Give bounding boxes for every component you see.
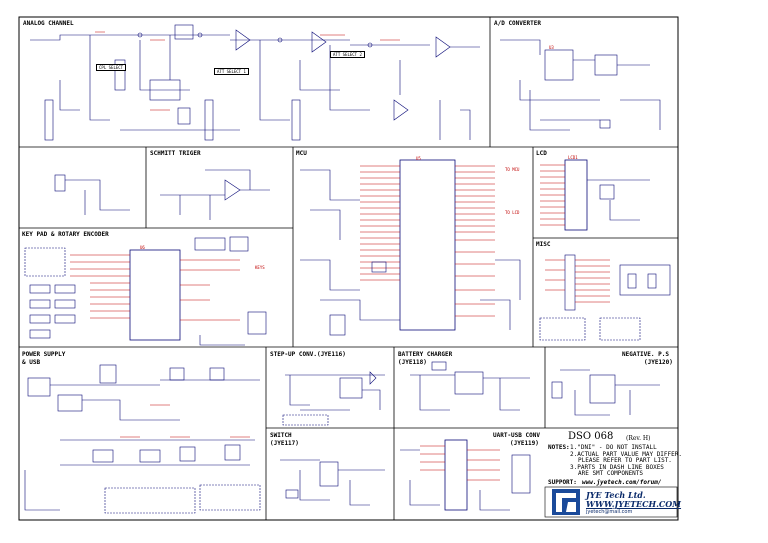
tag-to-lcd: TO LCD bbox=[505, 210, 520, 215]
lcd-circuit bbox=[540, 159, 650, 231]
stepup-circuit bbox=[282, 371, 385, 426]
sheet-title: DSO 068 bbox=[568, 431, 614, 442]
company-name: JYE Tech Ltd. bbox=[586, 490, 646, 500]
section-title-negative-ps-part: (JYE120) bbox=[644, 359, 673, 366]
sheet-border bbox=[18, 16, 679, 521]
note-2: 2.ACTUAL PART VALUE MAY DIFFER. bbox=[570, 451, 682, 458]
section-title-negative-ps: NEGATIVE. P.S bbox=[622, 351, 669, 358]
mcu-circuit bbox=[300, 159, 521, 336]
company-website[interactable]: WWW.JYETECH.COM bbox=[586, 499, 682, 509]
keypad-circuit bbox=[24, 236, 267, 346]
tag-cpl-select: CPL SELECT bbox=[96, 64, 127, 71]
section-title-uart: UART-USB CONV bbox=[493, 432, 540, 439]
power-rail-labels bbox=[120, 404, 250, 438]
section-title-stepup: STEP-UP CONV.(JYE116) bbox=[270, 351, 346, 358]
section-title-schmitt-trigger: SCHMITT TRIGER bbox=[150, 150, 201, 157]
section-title-keypad: KEY PAD & ROTARY ENCODER bbox=[22, 231, 109, 238]
support-label: SUPPORT: bbox=[548, 479, 577, 486]
section-title-misc: MISC bbox=[536, 241, 551, 248]
switch-circuit bbox=[280, 459, 385, 506]
company-email[interactable]: jyetech@mail.com bbox=[586, 509, 633, 515]
analog-channel-circuit bbox=[30, 24, 480, 141]
section-title-battery-part: (JYE118) bbox=[398, 359, 427, 366]
tag-att-select-1: ATT SELECT 1 bbox=[214, 68, 249, 75]
section-title-power-supply: POWER SUPPLY bbox=[22, 351, 66, 358]
section-title-uart-part: (JYE119) bbox=[510, 440, 539, 447]
chip-lcd-ref: LCD1 bbox=[568, 155, 578, 160]
note-3: 3.PARTS IN DASH LINE BOXES bbox=[570, 464, 664, 471]
analog-signal-labels bbox=[95, 31, 400, 111]
support-url[interactable]: www.jyetech.com/forum/ bbox=[582, 479, 662, 486]
section-title-switch: SWITCH bbox=[270, 432, 292, 439]
notes-heading: NOTES: bbox=[548, 444, 570, 451]
chip-mcu-ref: U5 bbox=[416, 156, 421, 161]
tag-to-mcu: TO MCU bbox=[505, 167, 520, 172]
battery-circuit bbox=[410, 361, 530, 411]
chip-adc-ref: U3 bbox=[549, 45, 554, 50]
sheet-revision: (Rev. H) bbox=[626, 435, 651, 442]
section-title-analog-channel: ANALOG CHANNEL bbox=[23, 20, 74, 27]
power-supply-circuit bbox=[24, 364, 261, 514]
uart-circuit bbox=[400, 439, 531, 511]
tag-keys: KEYS bbox=[255, 265, 265, 270]
section-title-lcd: LCD bbox=[536, 150, 547, 157]
note-1: 1."DNI" - DO NOT INSTALL bbox=[570, 444, 657, 451]
jye-logo bbox=[544, 486, 678, 518]
section-dividers bbox=[19, 17, 678, 520]
section-title-switch-part: (JYE117) bbox=[270, 440, 299, 447]
section-title-battery: BATTERY CHARGER bbox=[398, 351, 453, 358]
schmitt-circuit bbox=[54, 169, 270, 220]
section-title-power-supply-usb: & USB bbox=[22, 359, 41, 366]
misc-circuit bbox=[539, 254, 671, 341]
note-2-cont: PLEASE REFER TO PART LIST. bbox=[578, 457, 672, 464]
tag-att-select-2: ATT SELECT 2 bbox=[330, 51, 365, 58]
note-3-cont: ARE SMT COMPONENTS bbox=[578, 470, 644, 477]
adc-circuit bbox=[500, 39, 661, 131]
section-title-ad-converter: A/D CONVERTER bbox=[494, 20, 541, 27]
section-title-mcu: MCU bbox=[296, 150, 307, 157]
negative-ps-circuit bbox=[551, 369, 660, 416]
chip-keypad-ref: U6 bbox=[140, 245, 145, 250]
